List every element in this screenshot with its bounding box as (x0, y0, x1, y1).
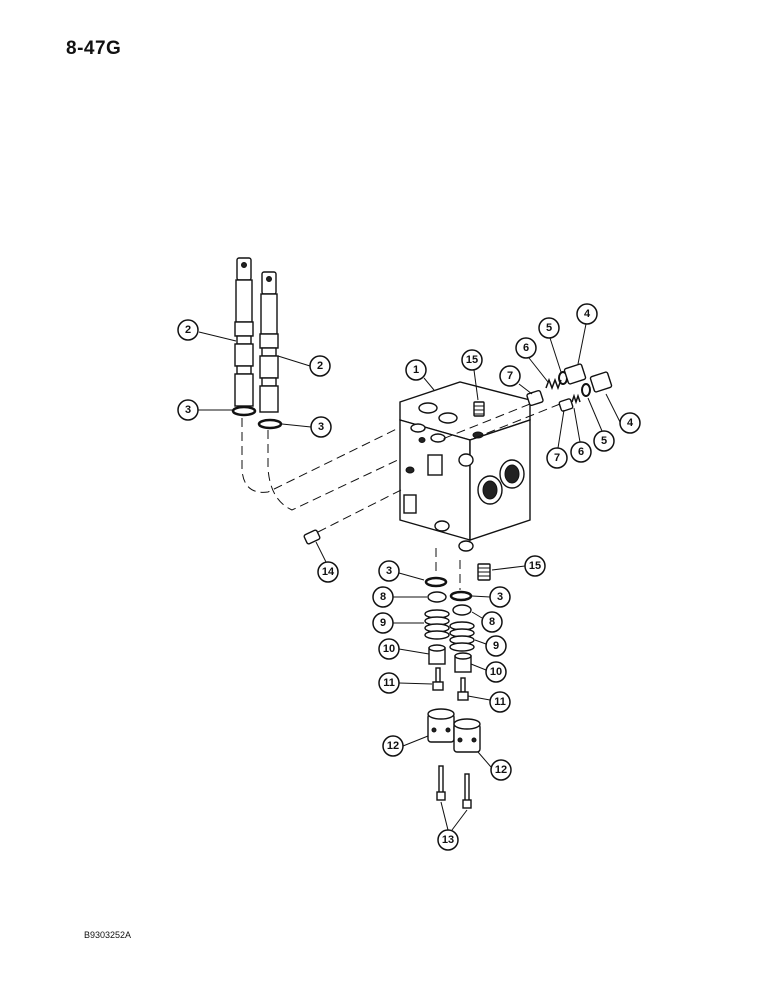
svg-text:6: 6 (523, 342, 529, 354)
callout-10: 10 (378, 638, 400, 660)
centering-assembly-path (435, 548, 461, 590)
callout-6: 6 (515, 337, 537, 359)
spool-assembly-path-right (267, 430, 441, 511)
callout-9: 9 (372, 612, 394, 634)
plug-assembly-path (317, 487, 406, 533)
o-ring-spool-left (231, 405, 257, 417)
plug-left (303, 529, 321, 545)
spool-left (234, 257, 254, 407)
svg-text:1: 1 (413, 364, 419, 376)
svg-text:3: 3 (497, 591, 503, 603)
relief-assembly-path (439, 403, 561, 441)
callout-4: 4 (576, 303, 598, 325)
svg-text:13: 13 (442, 834, 454, 846)
callout-7: 7 (499, 365, 521, 387)
spool-right (259, 271, 279, 413)
callout-5: 5 (538, 317, 560, 339)
relief-lower (558, 371, 613, 412)
svg-text:15: 15 (466, 354, 478, 366)
svg-text:6: 6 (578, 446, 584, 458)
svg-text:10: 10 (490, 666, 502, 678)
svg-text:3: 3 (185, 404, 191, 416)
callout-15: 15 (461, 349, 483, 371)
retainer-right (454, 652, 472, 673)
callout-9: 9 (485, 635, 507, 657)
svg-text:12: 12 (387, 740, 399, 752)
spring-left (424, 609, 450, 640)
callout-4: 4 (619, 412, 641, 434)
callout-13: 13 (437, 829, 459, 851)
svg-text:4: 4 (627, 417, 634, 429)
leader-lines (198, 323, 621, 831)
cap-screw-left (436, 765, 446, 801)
svg-text:5: 5 (546, 322, 552, 334)
cap-screw-right (462, 773, 472, 809)
relief-upper (526, 363, 587, 407)
svg-text:2: 2 (185, 324, 191, 336)
plug-top (473, 401, 485, 417)
svg-text:8: 8 (489, 616, 495, 628)
svg-text:3: 3 (318, 421, 324, 433)
figure-code: B9303252A (84, 930, 132, 940)
washer-right (452, 604, 472, 616)
washer-left (427, 591, 447, 603)
svg-text:14: 14 (322, 566, 335, 578)
callout-8: 8 (481, 611, 503, 633)
svg-text:2: 2 (317, 360, 323, 372)
svg-text:3: 3 (386, 565, 392, 577)
callout-6: 6 (570, 441, 592, 463)
svg-text:5: 5 (601, 435, 607, 447)
valve-body (399, 381, 531, 552)
svg-text:15: 15 (529, 560, 541, 572)
callout-11: 11 (489, 691, 511, 713)
callout-3: 3 (177, 399, 199, 421)
svg-text:12: 12 (495, 764, 507, 776)
callout-14: 14 (317, 561, 339, 583)
callout-2: 2 (177, 319, 199, 341)
callout-7: 7 (546, 447, 568, 469)
svg-text:7: 7 (554, 452, 560, 464)
callout-12: 12 (382, 735, 404, 757)
svg-text:11: 11 (383, 677, 395, 689)
callout-3: 3 (310, 416, 332, 438)
spool-assembly-path-left (241, 418, 416, 493)
o-ring-lower-left (424, 576, 448, 588)
spring-right (449, 621, 475, 652)
o-ring-lower-right (449, 590, 473, 602)
callout-2: 2 (309, 355, 331, 377)
callout-3: 3 (378, 560, 400, 582)
cap-left (427, 708, 455, 743)
svg-text:9: 9 (493, 640, 499, 652)
callout-15: 15 (524, 555, 546, 577)
callout-3: 3 (489, 586, 511, 608)
o-ring-spool-right (257, 418, 283, 430)
svg-text:4: 4 (584, 308, 591, 320)
callout-1: 1 (405, 359, 427, 381)
page-number: 8-47G (66, 38, 122, 59)
svg-text:8: 8 (380, 591, 386, 603)
callout-8: 8 (372, 586, 394, 608)
callout-12: 12 (490, 759, 512, 781)
cap-right (453, 718, 481, 753)
callout-10: 10 (485, 661, 507, 683)
svg-text:9: 9 (380, 617, 386, 629)
plug-bottom (477, 563, 491, 581)
svg-text:11: 11 (494, 696, 506, 708)
callout-11: 11 (378, 672, 400, 694)
retainer-left (428, 644, 446, 665)
bolt-right (457, 677, 469, 701)
svg-text:7: 7 (507, 370, 513, 382)
svg-text:10: 10 (383, 643, 395, 655)
callout-5: 5 (593, 430, 615, 452)
bolt-left (432, 667, 444, 691)
